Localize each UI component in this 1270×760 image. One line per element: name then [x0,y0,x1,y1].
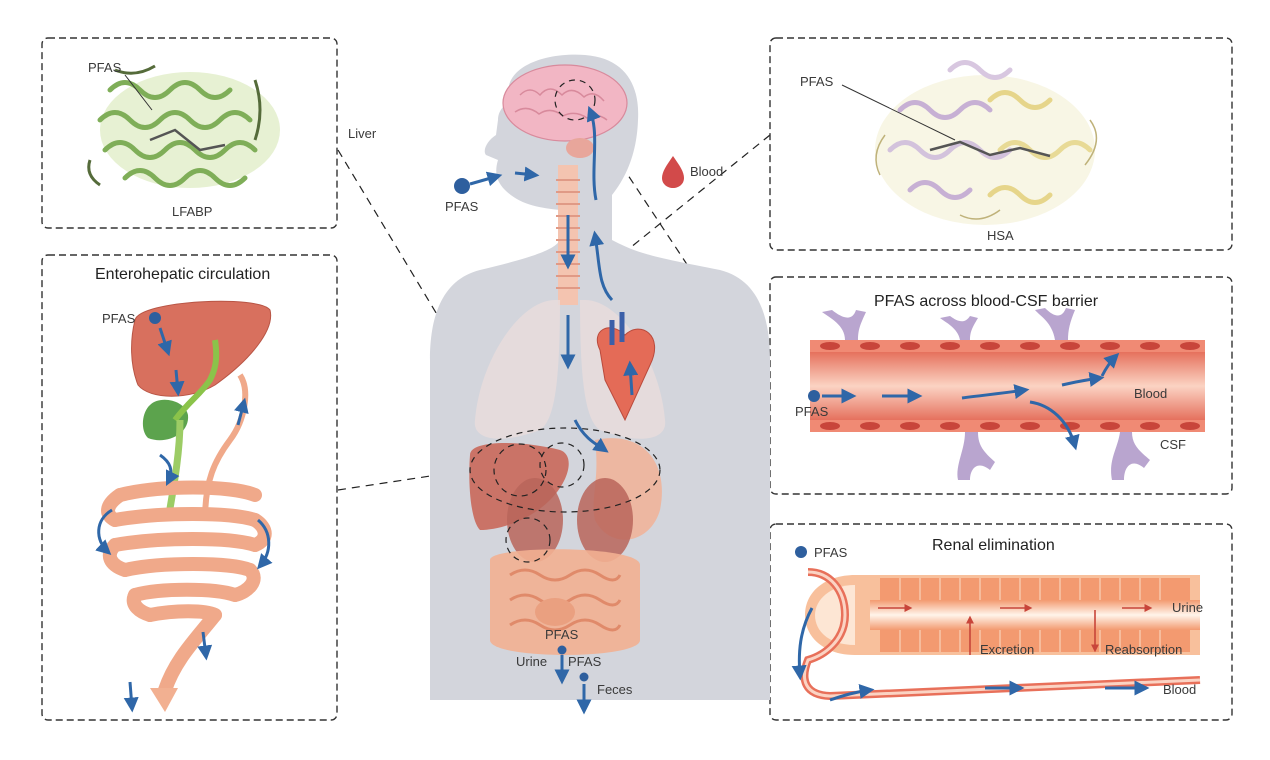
center-arrows [469,105,639,715]
csf-barrier-illustration [810,308,1205,480]
center-dashed-circles [469,79,661,563]
enterohepatic-illustration [101,300,272,712]
lfabp-label: LFABP [172,204,213,219]
center-pfas-dots [454,178,589,682]
csf-pfas-dot [808,390,820,402]
renal-tubule-illustration [800,568,1201,701]
csf-pfas-label: PFAS [795,404,829,419]
enterohepatic-arrows [95,327,273,713]
lfabp-protein-structure [87,64,280,188]
lfabp-pfas-label: PFAS [88,60,122,75]
renal-urine-label: Urine [1172,600,1204,615]
renal-blue-arrows [791,607,1150,702]
enterohepatic-title: Enterohepatic circulation [95,266,271,283]
renal-pfas-dot [795,546,807,558]
enterohepatic-pfas-label: PFAS [102,311,136,326]
csf-arrows [822,352,1120,451]
hsa-pfas-label: PFAS [800,74,834,89]
blood-drop-icon [662,156,684,188]
hsa-protein-structure [841,60,1098,225]
csf-blood-label: Blood [1134,386,1168,401]
excretion-label: Excretion [980,642,1035,657]
feces-pfas-label: PFAS [568,654,602,669]
renal-pfas-label: PFAS [814,545,848,560]
hsa-label: HSA [987,228,1014,243]
renal-blood-label: Blood [1163,682,1197,697]
inhaled-pfas-label: PFAS [445,199,479,214]
renal-panel-title: Renal elimination [932,537,1055,554]
liver-label: Liver [348,126,377,141]
renal-red-arrows [878,604,1153,655]
urine-label: Urine [516,654,548,669]
feces-label: Feces [597,682,633,697]
csf-label: CSF [1160,437,1186,452]
reabsorption-label: Reabsorption [1105,642,1183,657]
blood-label: Blood [690,164,724,179]
csf-panel-title: PFAS across blood-CSF barrier [874,293,1099,310]
enterohepatic-pfas-dot [149,312,161,324]
urine-pfas-label: PFAS [545,627,579,642]
